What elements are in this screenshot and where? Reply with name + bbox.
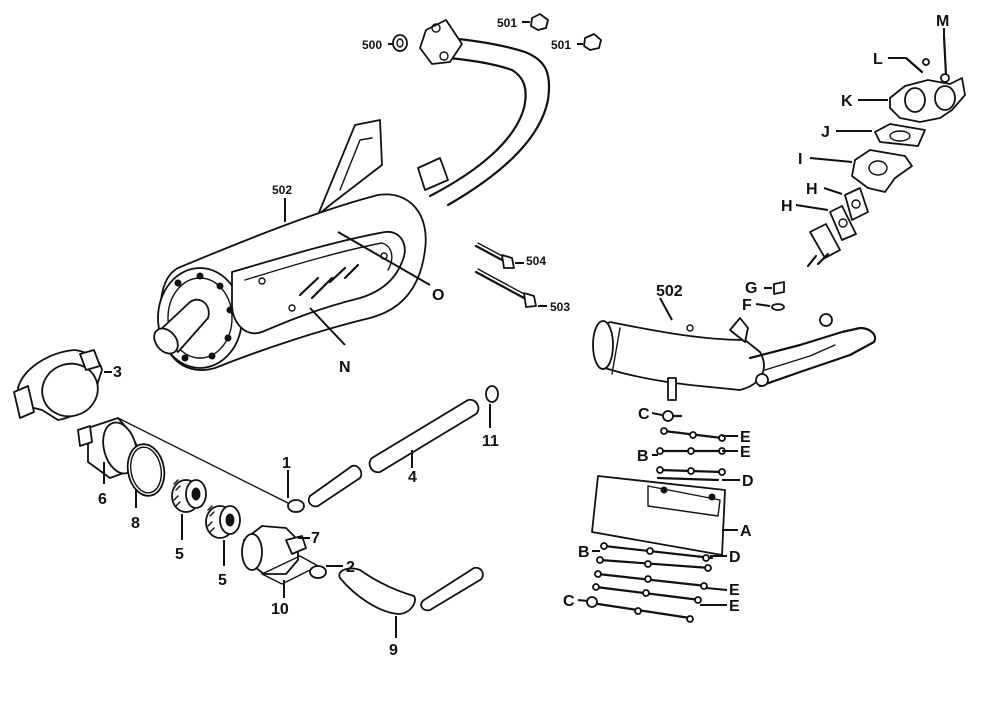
callout-H-1: H: [806, 181, 818, 198]
clamp-11: [485, 385, 499, 403]
muffler-bracket: [317, 119, 383, 216]
callout-5-a: 5: [175, 546, 184, 563]
gasket-500: [392, 34, 408, 52]
callout-C-1: C: [638, 406, 650, 423]
nut-501-a: [530, 13, 549, 31]
hose-9: [338, 567, 416, 615]
callout-501-b: 501: [551, 38, 571, 52]
callout-8: 8: [131, 515, 140, 532]
callout-A: A: [740, 523, 752, 540]
callout-B-2: B: [578, 544, 590, 561]
callout-J: J: [821, 124, 830, 141]
muffler-secondary: [592, 313, 877, 401]
callout-503: 503: [550, 300, 570, 314]
callout-7: 7: [311, 530, 320, 547]
filter-element-2: [205, 505, 241, 539]
callout-K: K: [841, 93, 853, 110]
callout-O: O: [432, 287, 444, 304]
callout-M: M: [936, 13, 949, 30]
callout-I: I: [798, 151, 802, 168]
callout-502-a: 502: [272, 183, 292, 197]
callout-5-b: 5: [218, 572, 227, 589]
callout-E-1: E: [740, 429, 751, 446]
heat-shield: [231, 231, 406, 335]
hose-4-short: [307, 464, 363, 508]
leader-lines-left: [103, 371, 491, 638]
callout-N: N: [339, 359, 351, 376]
callout-F: F: [742, 297, 752, 314]
filter-element-1: [171, 479, 207, 513]
manifold-nozzle: [809, 223, 841, 259]
part-I: [851, 149, 913, 193]
callout-B-1: B: [637, 448, 649, 465]
callout-H-2: H: [781, 198, 793, 215]
part-J: [874, 123, 926, 147]
leader-lines-right: [577, 28, 945, 606]
hose-9-end: [420, 566, 484, 612]
o-ring-8: [126, 443, 166, 497]
leader-lines-main: [284, 21, 583, 346]
bolt-504: [474, 242, 515, 269]
callout-E-2: E: [740, 444, 751, 461]
filter-assembly: [13, 349, 499, 615]
part-G: [773, 281, 785, 295]
muffler-assembly-main: [153, 13, 602, 371]
exhaust-flange: [419, 19, 463, 65]
bolt-503: [474, 268, 537, 308]
callout-500: 500: [362, 38, 382, 52]
callout-10: 10: [271, 601, 289, 618]
callout-3: 3: [113, 364, 122, 381]
callout-D-1: D: [742, 473, 754, 490]
callout-C-2: C: [563, 593, 575, 610]
nut-501-b: [583, 33, 602, 51]
callout-G: G: [745, 280, 757, 297]
hose-4-long: [368, 398, 480, 474]
callout-502-b: 502: [656, 283, 683, 300]
hose-clamp-1: [287, 499, 305, 513]
callout-1: 1: [282, 455, 291, 472]
callout-2: 2: [346, 559, 355, 576]
callout-E-4: E: [729, 598, 740, 615]
callout-L: L: [873, 51, 883, 68]
hardware-stack: [586, 410, 726, 623]
callout-504: 504: [526, 254, 546, 268]
clamp-2: [309, 565, 327, 579]
exhaust-manifold-assembly: [771, 34, 966, 311]
part-F: [771, 303, 785, 311]
callout-E-3: E: [729, 582, 740, 599]
callout-6: 6: [98, 491, 107, 508]
callout-11: 11: [482, 433, 499, 450]
part-H-2: [829, 205, 857, 241]
callout-4: 4: [408, 469, 417, 486]
callout-9: 9: [389, 642, 398, 659]
callout-D-2: D: [729, 549, 741, 566]
part-H-1: [844, 187, 869, 221]
callout-501-a: 501: [497, 16, 517, 30]
callout-labels: 500 501 501 502 504 503 O N M L K J I H …: [98, 13, 949, 659]
